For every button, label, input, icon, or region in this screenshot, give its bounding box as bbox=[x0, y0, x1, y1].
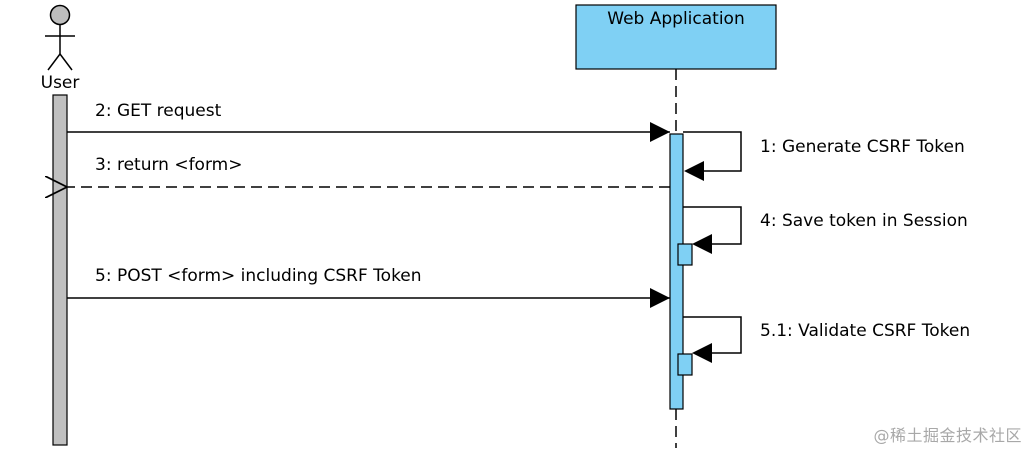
user-actor-icon bbox=[45, 4, 75, 71]
save-token-label: 4: Save token in Session bbox=[760, 211, 968, 231]
post-form-label: 5: POST <form> including CSRF Token bbox=[95, 266, 422, 286]
validate-token-self-arrow bbox=[683, 316, 742, 354]
validate-token-label: 5.1: Validate CSRF Token bbox=[760, 321, 970, 341]
generate-token-label: 1: Generate CSRF Token bbox=[760, 137, 965, 157]
user-actor-label: User bbox=[41, 73, 80, 93]
save-activation-box bbox=[677, 243, 693, 266]
save-token-self-arrow bbox=[683, 206, 742, 245]
return-form-label: 3: return <form> bbox=[95, 155, 242, 175]
watermark: @稀土掘金技术社区 bbox=[873, 426, 1022, 445]
get-request-label: 2: GET request bbox=[95, 101, 222, 121]
user-activation-bar bbox=[52, 94, 68, 446]
save-token-arrowhead bbox=[692, 234, 712, 254]
validate-activation-box bbox=[677, 353, 693, 376]
validate-token-arrowhead bbox=[692, 343, 712, 363]
generate-token-self-arrow bbox=[683, 131, 742, 172]
web-application-activation-bar bbox=[669, 133, 684, 410]
generate-token-arrowhead bbox=[684, 161, 704, 181]
web-application-label: Web Application bbox=[607, 9, 744, 29]
web-application-box bbox=[575, 4, 777, 70]
